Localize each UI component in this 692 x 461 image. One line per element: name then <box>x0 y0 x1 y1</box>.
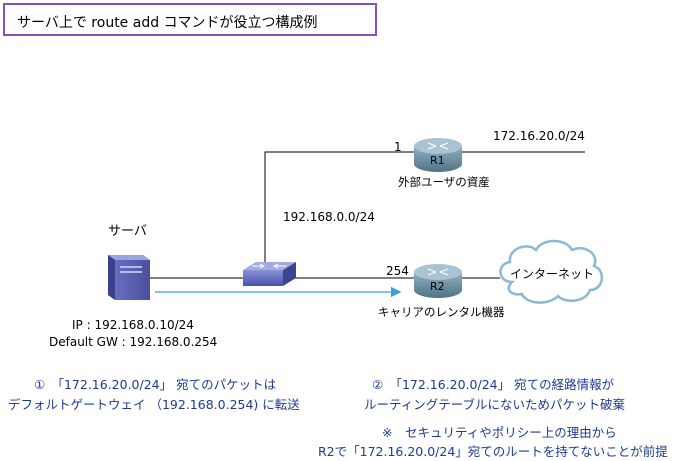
server-label: サーバ <box>108 224 147 239</box>
r1-caption: 外部ユーザの資産 <box>398 175 490 189</box>
r2-caption: キャリアのレンタル機器 <box>378 305 505 319</box>
internet-label: インターネット <box>510 267 595 281</box>
note-2-line-2: ルーティングテーブルにないためパケット破棄 <box>364 397 626 412</box>
title-box: サーバ上で route add コマンドが役立つ構成例 <box>3 3 377 36</box>
r1-name: R1 <box>430 154 445 167</box>
lan-network-label: 192.168.0.0/24 <box>283 210 375 224</box>
r1-interface-label: 1 <box>394 140 402 154</box>
link-switch-r1 <box>264 151 414 262</box>
router-r2-icon <box>414 264 462 298</box>
server-default-gateway: Default GW : 192.168.0.254 <box>49 335 218 349</box>
network-links <box>150 151 585 279</box>
server-icon <box>108 255 150 300</box>
note-2-line-1: ② 「172.16.20.0/24」 宛ての経路情報が <box>372 377 615 392</box>
internet-cloud-icon <box>499 239 603 304</box>
note-1-line-2: デフォルトゲートウェイ （192.168.0.254) に転送 <box>8 397 300 412</box>
note-1-line-1: ① 「172.16.20.0/24」 宛てのパケットは <box>34 377 277 392</box>
page-title: サーバ上で route add コマンドが役立つ構成例 <box>17 15 318 31</box>
r2-interface-label: 254 <box>386 264 409 278</box>
server-ip: IP : 192.168.0.10/24 <box>72 318 194 332</box>
r2-name: R2 <box>430 280 445 293</box>
note-3-line-2: R2で「172.16.20.0/24」宛てのルートを持てないことが前提 <box>318 444 668 459</box>
router-r1-icon <box>414 138 462 172</box>
remote-network-label: 172.16.20.0/24 <box>493 129 585 143</box>
switch-icon <box>243 262 296 286</box>
note-3-line-1: ※ セキュリティやポリシー上の理由から <box>382 425 617 440</box>
